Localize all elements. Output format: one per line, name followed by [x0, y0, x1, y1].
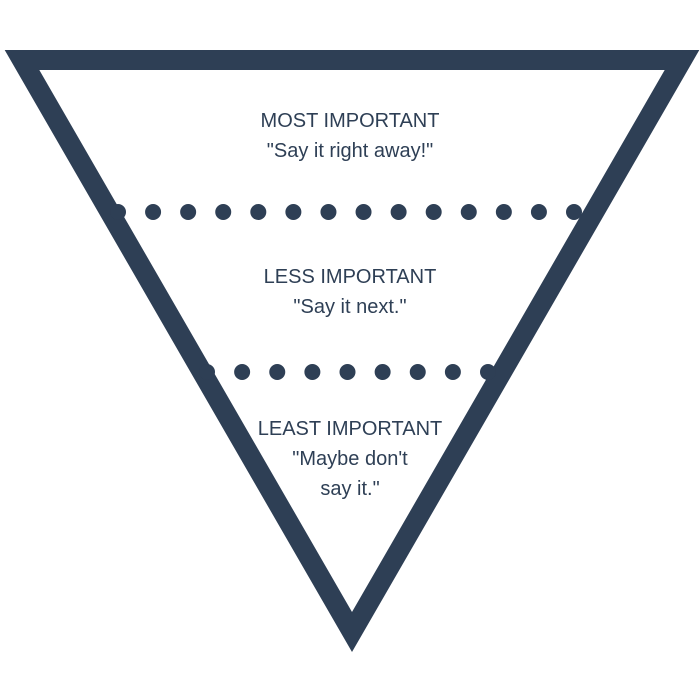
divider-dot	[339, 364, 356, 380]
tier-caption-line-2: say it."	[320, 478, 380, 500]
divider-dot	[480, 364, 496, 380]
tier-caption: "Say it right away!"	[266, 140, 434, 162]
tier-heading: LESS IMPORTANT	[263, 266, 437, 288]
tier-least-important: LEAST IMPORTANT "Maybe don't say it."	[150, 414, 550, 504]
tier-most-important: MOST IMPORTANT "Say it right away!"	[150, 106, 550, 166]
tier-heading: MOST IMPORTANT	[260, 110, 440, 132]
divider-dot	[145, 204, 162, 220]
dotted-divider-upper	[110, 204, 582, 220]
divider-dot	[460, 204, 477, 220]
tier-caption: "Say it next."	[293, 296, 407, 318]
tier-caption-line-1: "Maybe don't	[292, 448, 408, 470]
divider-dot	[409, 364, 426, 380]
tier-heading: LEAST IMPORTANT	[257, 418, 443, 440]
divider-dot	[495, 204, 512, 220]
divider-dot	[566, 204, 582, 220]
divider-dot	[285, 204, 302, 220]
divider-dot	[304, 364, 321, 380]
divider-dot	[320, 204, 337, 220]
divider-dot	[530, 204, 547, 220]
divider-dot	[444, 364, 461, 380]
divider-dot	[110, 204, 126, 220]
divider-dot	[250, 204, 267, 220]
divider-dot	[215, 204, 232, 220]
divider-dot	[425, 204, 442, 220]
divider-dot	[374, 364, 391, 380]
divider-dot	[234, 364, 251, 380]
divider-dot	[199, 364, 215, 380]
divider-dot	[355, 204, 372, 220]
divider-dot	[269, 364, 286, 380]
inverted-triangle-outline	[4, 50, 700, 653]
tier-less-important: LESS IMPORTANT "Say it next."	[150, 262, 550, 322]
divider-dot	[180, 204, 197, 220]
divider-dot	[390, 204, 407, 220]
dotted-divider-lower	[199, 364, 496, 380]
